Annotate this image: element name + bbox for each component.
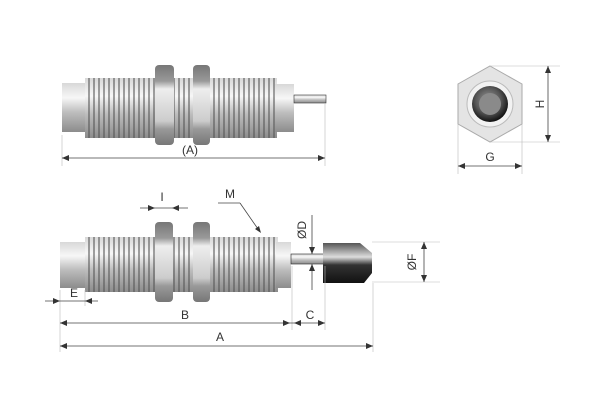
dimension-label-e: E [70,286,78,300]
lock-nut [155,65,174,145]
thread-grooves [85,237,278,292]
dimension-e: E [45,286,98,352]
bottom-shock-absorber [60,222,372,302]
dimension-label-m: M [225,187,235,201]
dimension-label: (A) [182,143,198,157]
end-tube [62,83,87,132]
dimension-label-a: A [216,330,224,344]
lock-nut [193,222,210,302]
dimension-d: ØD [295,215,315,290]
piston-rod [293,94,327,104]
hex-end-view: H G [457,65,560,174]
dimension-label-g: G [485,150,494,164]
piston-rod [290,253,326,265]
top-shock-absorber [62,65,327,145]
dimension-label-b: B [181,308,189,322]
dimension-i: I [140,190,188,211]
dimension-label-d: ØD [295,221,309,239]
dimension-a: A [60,283,374,352]
end-cap [275,84,294,132]
dimension-label-f: ØF [405,254,419,271]
dimension-b-c: B C [60,266,326,330]
dimension-m: M [218,187,261,233]
rubber-bumper [323,243,372,283]
thread-grooves [85,78,277,138]
dimension-label-i: I [160,190,163,204]
end-tube [60,242,87,288]
dimension-f: ØF [372,241,440,283]
dimension-top-overall: (A) [61,103,326,166]
end-cap [276,242,291,288]
lock-nut [193,65,210,145]
dimension-label-h: H [533,100,547,109]
lock-nut [155,222,173,302]
dimension-label-c: C [306,308,315,322]
